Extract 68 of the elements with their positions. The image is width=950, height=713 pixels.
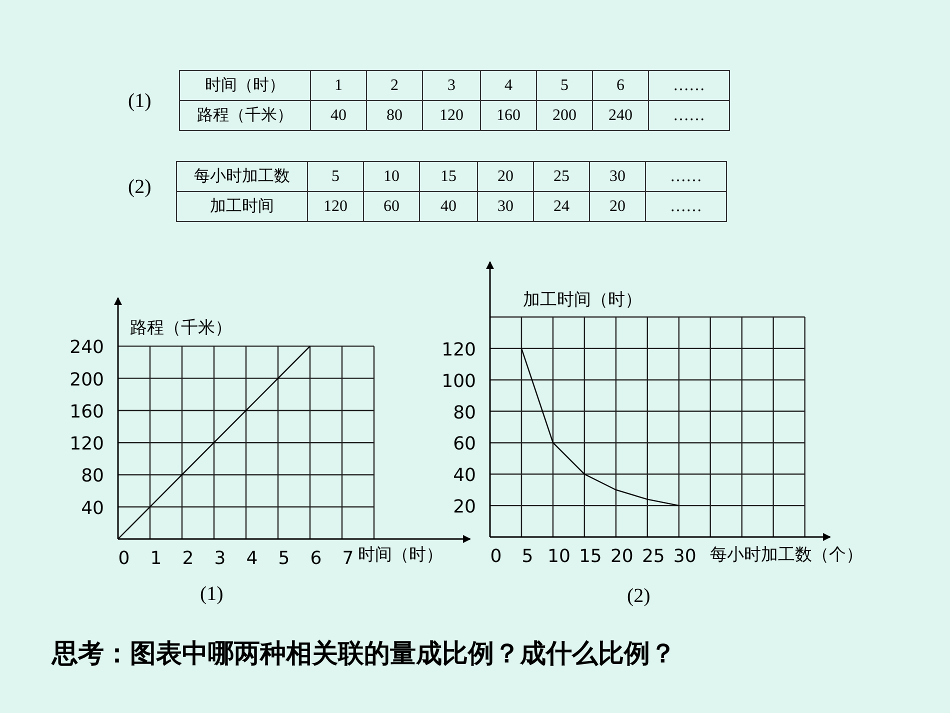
table-cell: 60 [364,192,420,222]
tick-label: 60 [453,434,476,455]
tick-label: 30 [673,546,696,567]
table-cell: 20 [478,162,534,192]
table-cell: 120 [308,192,364,222]
row-header: 加工时间 [176,192,308,222]
tick-label: 200 [70,369,104,390]
tick-label: 0 [490,546,502,567]
table-cell: 80 [366,100,422,130]
tick-label: 2 [182,548,194,569]
table-cell: …… [648,70,730,100]
tick-label: 40 [81,498,104,519]
table-cell: 6 [592,70,648,100]
table-cell: 40 [310,100,366,130]
tick-label: 7 [342,548,354,569]
tick-label: 1 [150,548,162,569]
table-cell: …… [646,162,726,192]
row-header: 时间（时） [180,70,310,100]
table-cell: 4 [480,70,536,100]
table-cell: 200 [536,100,592,130]
tick-label: 120 [70,434,104,455]
axis-title: 每小时加工数（个） [710,545,863,565]
table-number: (2) [128,176,152,199]
tick-label: 40 [453,465,476,486]
tick-label: 80 [453,402,476,424]
table-cell: 5 [308,162,364,192]
table-cell: 20 [590,192,646,222]
tick-label: 0 [118,548,130,569]
table-cell: 30 [478,192,534,222]
chart-number: (1) [200,583,224,606]
table-cell: …… [648,100,730,130]
tick-label: 80 [81,466,104,487]
tick-label: 3 [214,548,226,569]
row-header: 每小时加工数 [176,162,308,192]
question-text: 思考：图表中哪两种相关联的量成比例？成什么比例？ [52,638,676,671]
table-cell: 15 [420,162,478,192]
table-cell: 5 [536,70,592,100]
row-header: 路程（千米） [180,100,310,130]
tick-label: 5 [522,546,534,567]
table-cell: 40 [420,192,478,222]
tick-label: 100 [442,370,476,392]
table-cell: 2 [366,70,422,100]
tick-label: 160 [70,401,104,422]
table-cell: 30 [590,162,646,192]
tick-label: 6 [310,548,322,569]
tick-label: 4 [246,548,258,569]
table-cell: 240 [592,100,648,130]
table-cell: 24 [534,192,590,222]
table-cell: 120 [422,100,480,130]
tick-label: 20 [453,496,476,518]
table-cell: 160 [480,100,536,130]
tick-label: 25 [642,546,665,567]
table-cell: …… [646,192,726,222]
table-cell: 3 [422,70,480,100]
table-cell: 25 [534,162,590,192]
axis-title: 时间（时） [358,545,443,565]
tick-label: 20 [610,546,634,567]
tick-label: 10 [548,546,570,567]
tick-label: 5 [278,548,290,569]
table-cell: 1 [310,70,366,100]
table-number: (1) [128,90,152,113]
table-cell: 10 [364,162,420,192]
axis-title: 路程（千米） [130,318,232,338]
tick-label: 15 [579,546,602,567]
axis-title: 加工时间（时） [523,290,642,310]
tick-label: 240 [70,337,104,358]
tick-label: 120 [442,339,476,360]
chart-number: (2) [627,585,650,608]
